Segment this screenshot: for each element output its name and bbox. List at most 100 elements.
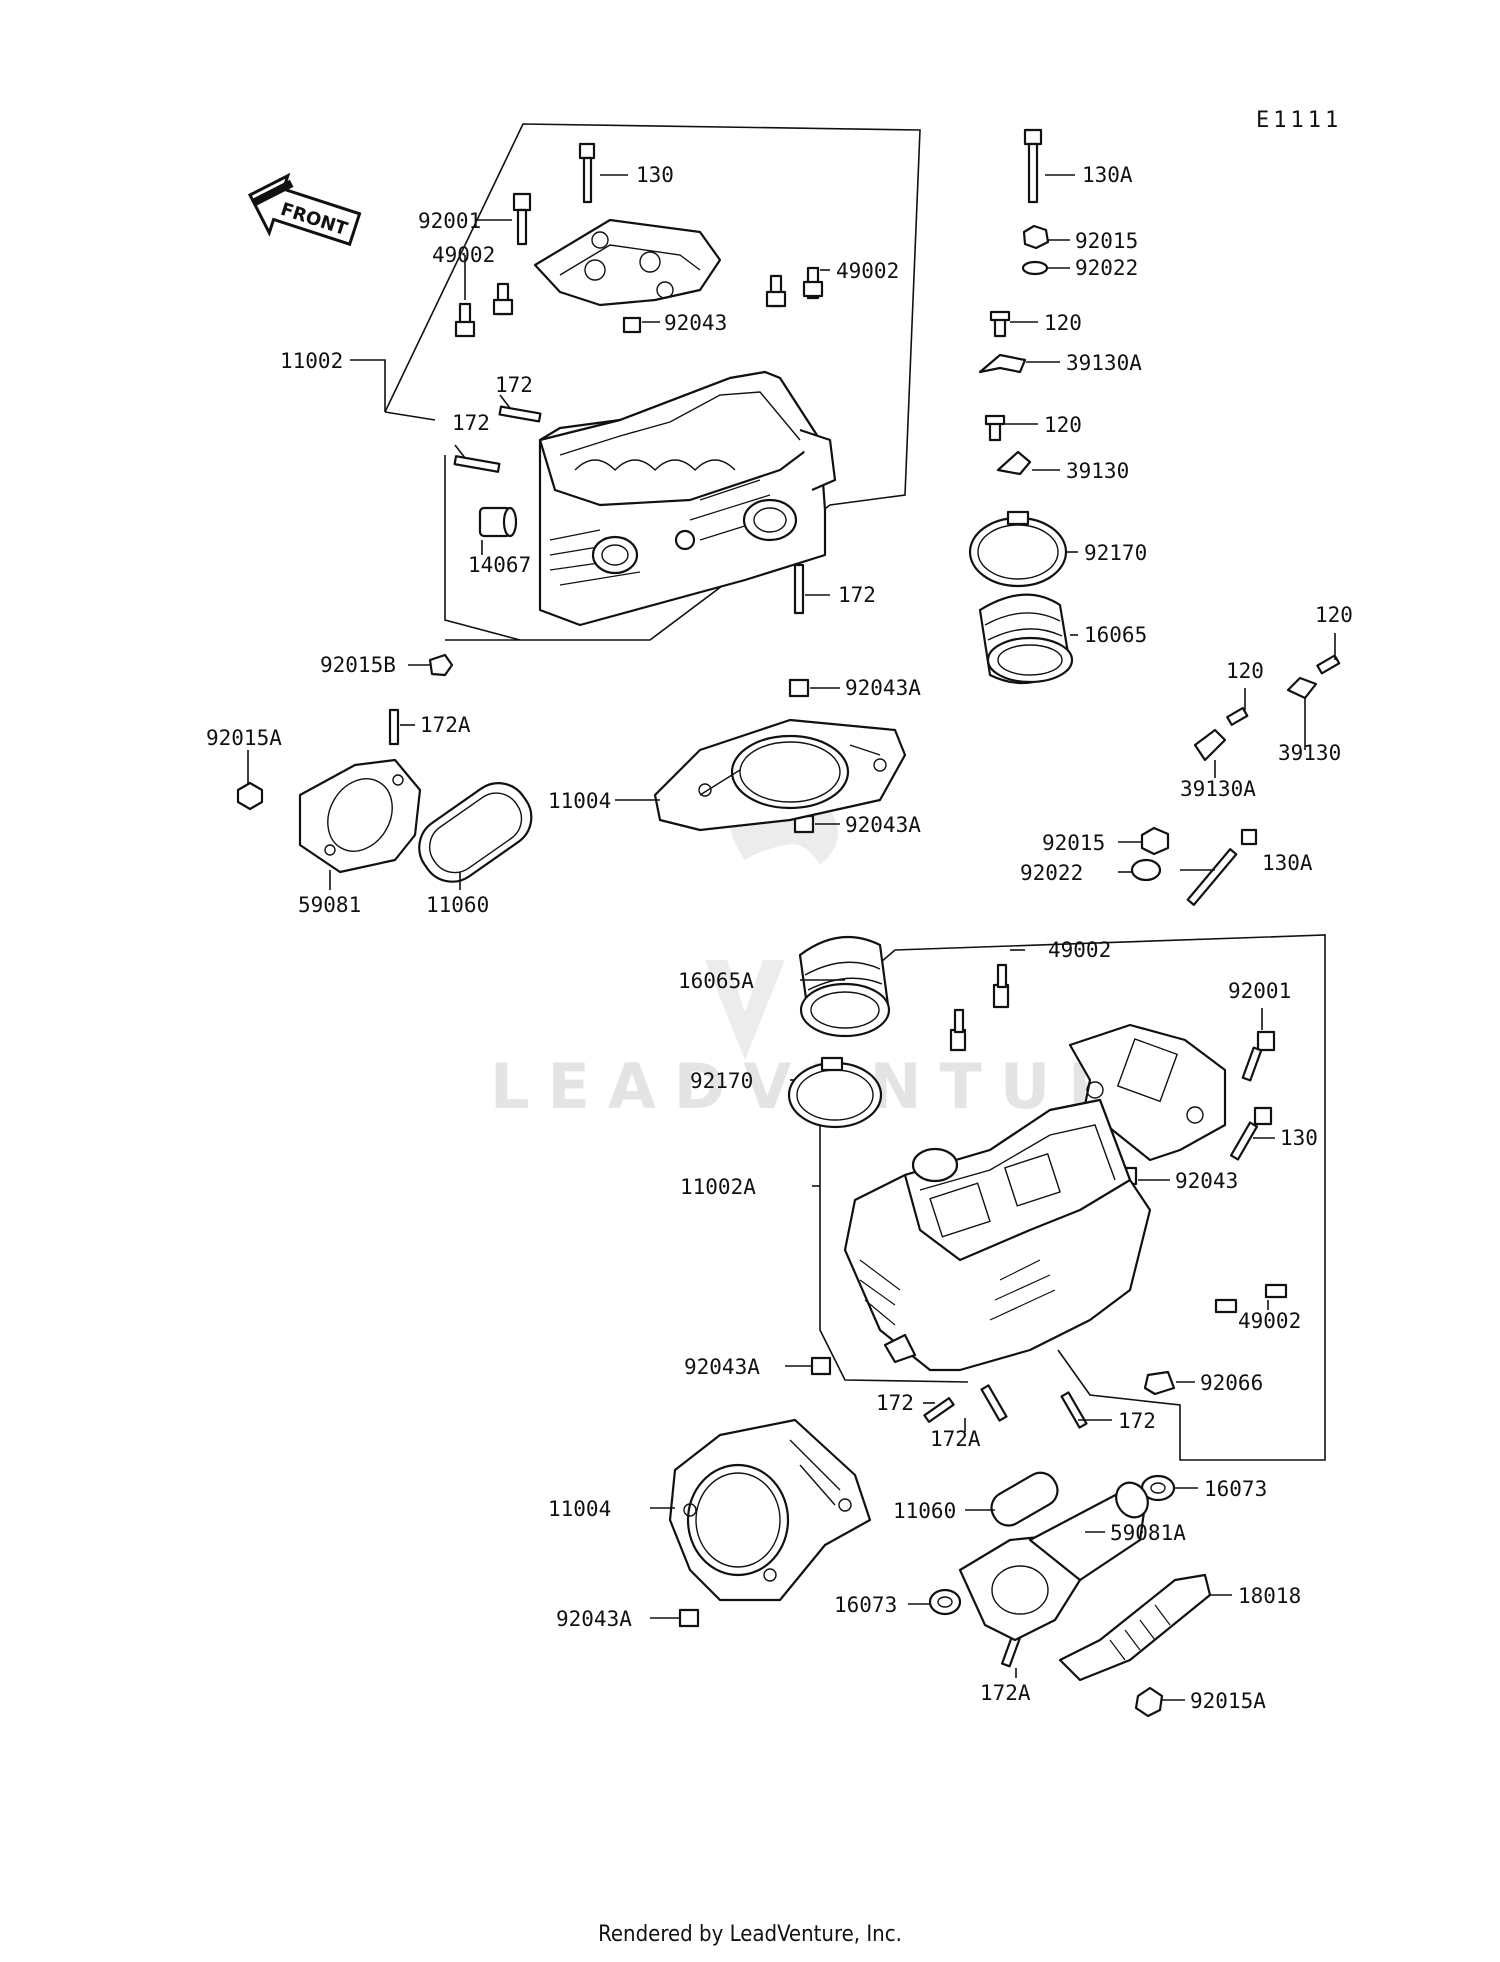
bracket-39130A-a — [978, 353, 1027, 374]
camshaft-holder-upper — [533, 218, 722, 307]
dowel-92043A-upper-1 — [788, 678, 810, 698]
callout-labels: 130 92001 49002 49002 92043 11002 172 17… — [206, 163, 1353, 1713]
front-arrow: FRONT — [247, 172, 362, 247]
clamp-92170-lower — [787, 1056, 883, 1129]
callout-92015A-1: 92015A — [206, 726, 282, 750]
bolt-120-b — [984, 414, 1006, 442]
callout-92043A-2: 92043A — [845, 813, 921, 837]
callout-92043A-1: 92043A — [845, 676, 921, 700]
callout-11060-1: 11060 — [426, 893, 489, 917]
bolt-130-low — [1229, 1106, 1273, 1161]
callout-92015-mid: 92015 — [1042, 831, 1105, 855]
callout-130A-mid: 130A — [1262, 851, 1313, 875]
callout-16065A: 16065A — [678, 969, 754, 993]
callout-172A-2: 172A — [930, 1427, 981, 1451]
intake-59081 — [298, 758, 422, 874]
valve-guides-lower — [949, 963, 1288, 1314]
diagram-code: E1111 — [1256, 108, 1343, 133]
oring-11060-lower — [990, 1471, 1059, 1527]
callout-92015-top: 92015 — [1075, 229, 1138, 253]
callout-16065: 16065 — [1084, 623, 1147, 647]
callout-92066: 92066 — [1200, 1371, 1263, 1395]
callout-16073-a: 16073 — [1204, 1477, 1267, 1501]
leader-lines — [247, 174, 1336, 1701]
washer-92022-mid — [1130, 858, 1162, 882]
bracket-39130-b — [1286, 676, 1318, 700]
callout-92043-low: 92043 — [1175, 1169, 1238, 1193]
callout-59081: 59081 — [298, 893, 361, 917]
nut-92015A-upper — [236, 781, 264, 811]
nut-92015B — [428, 653, 454, 677]
callout-49002-low: 49002 — [1238, 1309, 1301, 1333]
callout-92015A-2: 92015A — [1190, 1689, 1266, 1713]
callout-130A-top: 130A — [1082, 163, 1133, 187]
callout-92022-mid: 92022 — [1020, 861, 1083, 885]
callout-39130A-a: 39130A — [1066, 351, 1142, 375]
washer-92022-top — [1021, 260, 1049, 276]
callout-49002-top-right: 49002 — [836, 259, 899, 283]
rubber-16073-b — [928, 1588, 962, 1616]
callout-59081A: 59081A — [1110, 1521, 1186, 1545]
gasket-11004-upper — [653, 718, 907, 832]
callout-172-c: 172 — [838, 583, 876, 607]
callout-172-b: 172 — [452, 411, 490, 435]
bolt-120-a — [989, 310, 1011, 338]
bracket-39130A-b — [1193, 728, 1227, 762]
nut-92015-top — [1022, 224, 1050, 250]
callout-49002-mid: 49002 — [1048, 938, 1111, 962]
bolt-130A-top — [1023, 128, 1043, 204]
bolt-130-top — [578, 142, 596, 204]
callout-92043A-4: 92043A — [556, 1607, 632, 1631]
gasket-11004-lower — [668, 1418, 872, 1602]
callout-11002A: 11002A — [680, 1175, 756, 1199]
callout-92043-top: 92043 — [664, 311, 727, 335]
cylinder-head-lower — [843, 1098, 1152, 1372]
callout-120-b: 120 — [1044, 413, 1082, 437]
callout-172A-3: 172A — [980, 1681, 1031, 1705]
callout-18018: 18018 — [1238, 1584, 1301, 1608]
dowel-92043A-low-2 — [678, 1608, 700, 1628]
callout-14067: 14067 — [468, 553, 531, 577]
valve-guides-upper — [454, 266, 824, 338]
bolt-92001-top — [512, 192, 532, 246]
bolt-120-d — [1316, 654, 1341, 675]
callout-120-d: 120 — [1226, 659, 1264, 683]
plug-92066 — [1143, 1370, 1176, 1396]
stud-172A-upper — [388, 708, 400, 746]
dowel-92043A-low-1 — [810, 1356, 832, 1376]
callout-92022-top: 92022 — [1075, 256, 1138, 280]
callout-130-top: 130 — [636, 163, 674, 187]
callout-92043A-3: 92043A — [684, 1355, 760, 1379]
callout-92170-1: 92170 — [1084, 541, 1147, 565]
intake-59081A — [958, 1481, 1149, 1642]
callout-39130-a: 39130 — [1066, 459, 1129, 483]
callout-16073-b: 16073 — [834, 1593, 897, 1617]
nut-92015A-lower — [1134, 1686, 1164, 1718]
clamp-92170-upper — [968, 510, 1068, 588]
bracket-39130-a — [996, 450, 1032, 476]
callout-172-d: 172 — [876, 1391, 914, 1415]
callout-172-e: 172 — [1118, 1409, 1156, 1433]
footer-credit: Rendered by LeadVenture, Inc. — [598, 1922, 902, 1947]
callout-11002: 11002 — [280, 349, 343, 373]
callout-11060-2: 11060 — [893, 1499, 956, 1523]
callout-120-c: 120 — [1315, 603, 1353, 627]
callout-172A-1: 172A — [420, 713, 471, 737]
cylinder-head-upper — [538, 370, 837, 627]
bracket-18018 — [1058, 1573, 1212, 1682]
plug-14067 — [478, 506, 518, 538]
callout-49002-top-left: 49002 — [432, 243, 495, 267]
nut-92015-mid — [1140, 826, 1170, 856]
studs-172-upper — [453, 405, 805, 615]
holder-16065 — [978, 593, 1074, 685]
callout-11004-2: 11004 — [548, 1497, 611, 1521]
holder-16065A — [798, 935, 891, 1038]
bolt-120-c — [1226, 706, 1249, 726]
callout-11004-1: 11004 — [548, 789, 611, 813]
callout-92170-2: 92170 — [690, 1069, 753, 1093]
callout-172-a: 172 — [495, 373, 533, 397]
callout-130-low: 130 — [1280, 1126, 1318, 1150]
dowel-92043-top — [622, 316, 642, 334]
callout-92001-top: 92001 — [418, 209, 481, 233]
